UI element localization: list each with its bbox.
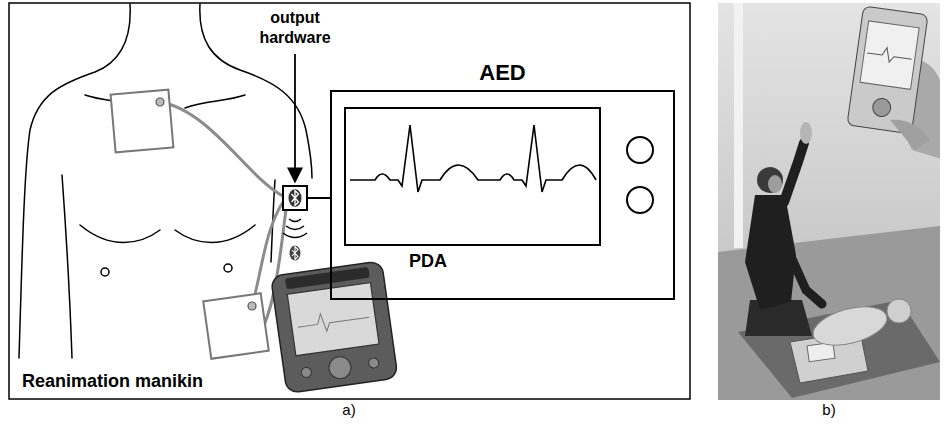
output-hardware-box [283,186,307,210]
manikin-outline [19,4,312,358]
electrode-pad [111,90,269,359]
pda-device [287,283,379,356]
manikin-outline [80,225,160,243]
photograph [860,21,919,89]
aed-button [627,137,653,163]
photograph [718,3,940,400]
manikin-outline [185,95,245,108]
photograph [780,232,822,304]
bluetooth-icon [292,247,298,260]
photograph [800,122,812,144]
part-label: Reanimation manikin [20,370,205,393]
bluetooth-icon [290,246,301,261]
output-hardware-box [283,186,307,210]
output-hardware-box [289,189,302,207]
manikin-outline [19,4,130,358]
photograph [866,45,913,65]
manikin-outline [224,264,232,272]
photograph [784,143,804,202]
electrode-pad [111,90,174,153]
manikin-outline [175,225,255,243]
radio-waves [289,219,301,222]
cable [307,197,330,199]
aed-button [627,187,653,213]
photograph [887,299,911,323]
device-heading: AED [332,60,673,86]
radio-waves [283,219,307,238]
panel-frame [9,3,690,399]
pda-device [368,357,379,368]
photograph [847,6,928,134]
output-hardware-box [292,191,299,206]
photograph [847,6,928,134]
photograph [745,300,812,336]
photograph [872,97,892,117]
aed-screen [345,108,600,245]
aed-screen [345,108,600,245]
pda-device [271,261,398,393]
electrode-wire [160,102,283,196]
bluetooth-icon [290,246,301,261]
pda-device [271,261,398,393]
radio-waves [283,233,307,238]
leader-arrow [294,54,296,182]
pda-device [301,367,312,378]
radio-waves [286,226,304,230]
photograph [890,120,930,150]
pda-device [297,307,371,335]
photograph [734,3,743,248]
electrode-pad [203,293,269,359]
photograph [768,175,782,193]
ecg-waveform [350,125,596,192]
part-label: output hardware [233,8,357,48]
electrode-pad [156,98,164,106]
aed-button [627,137,653,213]
photograph [757,167,783,193]
panel-caption: a) [340,401,357,420]
manikin-outline [101,268,109,276]
photograph [738,300,940,398]
manikin-outline [62,175,72,358]
device-box: AED [330,90,675,300]
electrode-pad [248,302,256,310]
part-label: PDA [407,250,449,273]
panel-caption: b) [820,401,837,420]
pda-device [328,355,353,380]
photograph [718,3,940,400]
